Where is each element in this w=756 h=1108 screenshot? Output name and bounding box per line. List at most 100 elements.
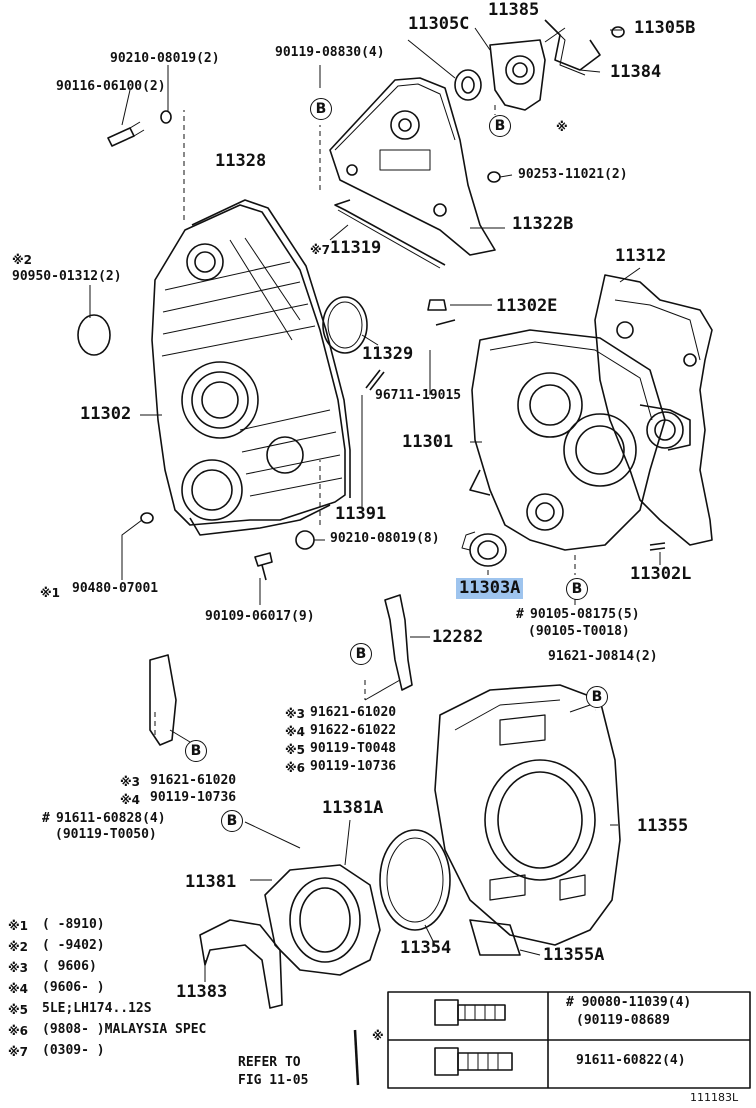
part-11385: 11385 — [488, 0, 540, 20]
table-row1-alt: (90119-08689 — [576, 1013, 670, 1028]
part-90210-08019-2: 90210-08019(2) — [110, 51, 220, 66]
part-90253-11021-2: 90253-11021(2) — [518, 167, 628, 182]
part-90119-t0050: (90119-T0050) — [55, 827, 157, 842]
prefix-s3: ※3 — [285, 707, 306, 721]
bolt-90116 — [107, 121, 145, 147]
gasket-11312 — [594, 274, 713, 546]
note-row: ※3 ( 9606) — [8, 960, 308, 981]
part-11381a: 11381A — [322, 798, 384, 818]
ref-mark-b: B — [310, 98, 332, 120]
part-90210-08019-8: 90210-08019(8) — [330, 531, 440, 546]
bracket-12282 — [384, 594, 413, 691]
table-row1-main: # 90080-11039(4) — [566, 995, 692, 1010]
note-text: ( -9402) — [42, 938, 105, 953]
bracket-91621 — [149, 654, 177, 746]
part-11301: 11301 — [402, 432, 454, 452]
part-11355a: 11355A — [543, 945, 605, 965]
washer-90210 — [160, 110, 172, 124]
prefix-s3: ※3 — [120, 775, 141, 789]
bracket-11384 — [544, 19, 601, 71]
timing-cover-11302 — [151, 199, 351, 536]
housing-11355 — [434, 684, 621, 946]
star-mark: ※ — [556, 120, 568, 134]
timing-case-11301 — [469, 329, 691, 551]
plug-90950 — [77, 314, 111, 356]
star-mark: ※ — [372, 1029, 384, 1043]
bracket-11385 — [489, 39, 546, 111]
part-90105-t0018: (90105-T0018) — [528, 624, 630, 639]
o-ring-11329 — [322, 296, 368, 354]
part-90119-10736-b: 90119-10736 — [150, 790, 237, 805]
ref-mark-b: B — [350, 643, 372, 665]
part-11312: 11312 — [615, 246, 667, 266]
part-90116-06100-2: 90116-06100(2) — [56, 79, 166, 94]
prefix-s2: ※2 — [12, 253, 33, 267]
note-text: ( 9606) — [42, 959, 97, 974]
note-mark: ※4 — [8, 982, 29, 996]
seal-11305c — [454, 69, 482, 101]
refer-line-2: FIG 11-05 — [238, 1073, 309, 1088]
bolt-table — [387, 991, 751, 1089]
plug-11302e — [427, 299, 447, 311]
note-row: ※2 ( -9402) — [8, 939, 308, 960]
note-mark: ※3 — [8, 961, 29, 975]
part-11391: 11391 — [335, 504, 387, 524]
part-91621-j0814-2: 91621-J0814(2) — [548, 649, 658, 664]
part-91621-61020-b: 91621-61020 — [150, 773, 237, 788]
note-mark: ※6 — [8, 1024, 29, 1038]
note-row: ※6 (9808- )MALAYSIA SPEC — [8, 1023, 308, 1044]
note-row: ※4 (9606- ) — [8, 981, 308, 1002]
part-11305b: 11305B — [634, 18, 696, 38]
note-text: 5LE;LH174..12S — [42, 1001, 152, 1016]
upper-cover-11322b — [329, 77, 496, 269]
table-row2: 91611-60822(4) — [576, 1053, 686, 1068]
pin-96711 — [365, 369, 385, 391]
ref-mark-b: B — [489, 115, 511, 137]
part-11302: 11302 — [80, 404, 132, 424]
note-row: ※7 (0309- ) — [8, 1044, 308, 1065]
part-90105-08175-5: 90105-08175(5) — [530, 607, 640, 622]
part-11305c: 11305C — [408, 14, 470, 34]
part-11381: 11381 — [185, 872, 237, 892]
clip-11305b — [611, 26, 625, 38]
part-11383: 11383 — [176, 982, 228, 1002]
prefix-s7: ※7 — [310, 243, 331, 257]
part-90119-10736: 90119-10736 — [310, 759, 397, 774]
figure-id: 111183L — [690, 1091, 739, 1104]
seal-11354 — [379, 829, 451, 931]
part-11319: 11319 — [330, 238, 382, 258]
part-11354: 11354 — [400, 938, 452, 958]
stud-11302l — [649, 542, 666, 551]
bolt-90109 — [254, 552, 273, 581]
ref-mark-b: B — [566, 578, 588, 600]
ref-mark-b: B — [586, 686, 608, 708]
part-91622-61022: 91622-61022 — [310, 723, 397, 738]
prefix-s1: ※1 — [40, 586, 61, 600]
part-11329: 11329 — [362, 344, 414, 364]
prefix-s5: ※5 — [285, 743, 306, 757]
retainer-11381 — [264, 864, 381, 976]
part-91621-61020: 91621-61020 — [310, 705, 397, 720]
part-11302l: 11302L — [630, 564, 692, 584]
part-90119-08830-4: 90119-08830(4) — [275, 45, 385, 60]
part-11303a[interactable]: 11303A — [456, 578, 524, 599]
pin-90253 — [487, 171, 501, 183]
note-text: (9808- )MALAYSIA SPEC — [42, 1022, 207, 1037]
part-11328: 11328 — [215, 151, 267, 171]
prefix-s6: ※6 — [285, 761, 306, 775]
part-90109-06017-9: 90109-06017(9) — [205, 609, 315, 624]
prefix-s4: ※4 — [285, 725, 306, 739]
part-11384: 11384 — [610, 62, 662, 82]
oil-seal-11303a — [461, 531, 507, 567]
refer-line-1: REFER TO — [238, 1055, 301, 1070]
leader-lines — [89, 27, 661, 1045]
note-mark: ※2 — [8, 940, 29, 954]
part-11302e: 11302E — [496, 296, 558, 316]
seal-11383 — [199, 919, 283, 1009]
notes-list: ※1 ( -8910) ※2 ( -9402) ※3 ( 9606) ※4 (9… — [8, 918, 308, 1065]
note-row: ※1 ( -8910) — [8, 918, 308, 939]
part-91611-60828-4: 91611-60828(4) — [56, 811, 166, 826]
note-mark: ※7 — [8, 1045, 29, 1059]
prefix-s4: ※4 — [120, 793, 141, 807]
